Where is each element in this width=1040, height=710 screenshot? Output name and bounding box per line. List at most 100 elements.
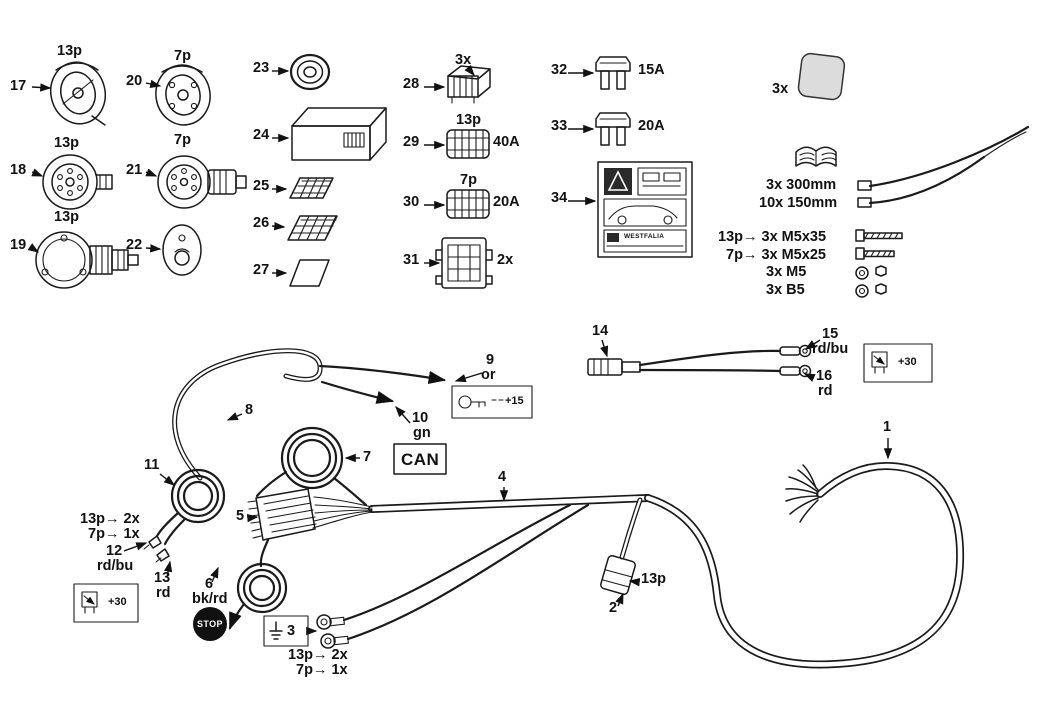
terminal30-bottom-label: +30 [108,596,127,608]
wire16-number: 16 [816,368,833,384]
part22-number: 22 [126,237,143,253]
part24-module-drawing [291,107,387,161]
stop-sign-label: STOP [197,619,223,629]
part28-fuseholder-drawing [447,65,491,104]
part19-number: 19 [10,237,27,253]
part26-number: 26 [253,215,270,231]
screw1-label: 13p→ 3x M5x35 [718,229,827,245]
ground-symbol-box [263,615,318,647]
terminal15-label: +15 [505,395,524,407]
manual-book-drawing [795,146,837,167]
part33-rating-label: 20A [638,118,665,134]
cable-tie1-label: 3x 300mm [766,177,837,193]
wire10 [320,380,395,404]
part34-docs-drawing [597,161,693,258]
part18-type-label: 13p [54,135,79,151]
wire12-color-label: rd/bu [97,558,134,574]
part30-type-label: 7p [460,172,477,188]
terminal30-top-label: +30 [898,356,917,368]
part19-socket-plug-drawing [35,231,139,289]
part31-relay-drawing [435,237,493,289]
wire5-number: 5 [236,508,245,524]
part32-rating-label: 15A [638,62,665,78]
wire14-number: 14 [592,323,609,339]
wire3b [346,503,590,641]
leader-arrows [27,64,893,607]
harness1-frayed-end [785,464,819,523]
part20-socket-drawing [155,64,211,126]
part27-sheet-drawing [289,259,330,287]
part18-number: 18 [10,162,27,178]
wire10-color-label: gn [413,425,431,441]
cable-ties-drawing [857,125,1030,208]
wire2-number: 2 [609,600,618,616]
nut2-label: 3x B5 [766,282,805,298]
wire1-number: 1 [883,419,892,435]
wire9-color-label: or [481,367,496,383]
wire15-color-label: rd/bu [812,341,849,357]
stop-sign [193,607,227,641]
nut-m5-drawing [855,265,887,280]
part21-type-label: 7p [174,132,191,148]
wire2-type-label: 13p [641,571,666,587]
connector2-drawing [600,554,636,596]
ring-terminals-drawing [316,614,349,649]
part20-type-label: 7p [174,48,191,64]
part28-qty-label: 3x [455,52,472,68]
part31-qty-label: 2x [497,252,514,268]
wire7-coil-drawing [255,426,368,507]
part33-number: 33 [551,118,568,134]
cable-tie2-label: 10x 150mm [759,195,838,211]
part17-socket-drawing [49,61,107,126]
connector14-drawing [587,358,641,376]
harness1-tube [644,461,965,669]
part29-number: 29 [403,134,420,150]
part25-number: 25 [253,178,270,194]
terminal12-13-drawing [143,535,170,563]
part20-number: 20 [126,73,143,89]
nut1-label: 3x M5 [766,264,807,280]
can-box [393,443,447,475]
wire6-coil-drawing [228,538,288,631]
part25-strip-drawing [289,177,334,199]
part28-number: 28 [403,76,420,92]
part22-gasket-drawing [162,224,202,276]
pad-qty-label: 3x [772,81,789,97]
part23-number: 23 [253,60,270,76]
wire15 [638,349,782,367]
part21-socket-drawing [157,155,247,209]
part26-strip-drawing [287,215,338,241]
screw-m5x35-drawing [855,229,903,242]
terminal15-drawing [779,344,812,358]
part29-fuseholder-drawing [446,129,490,159]
wire6-color-label: bk/rd [192,591,228,607]
part24-number: 24 [253,127,270,143]
wire11-note1-label: 13p→ 2x [80,511,140,527]
part31-number: 31 [403,252,420,268]
part29-rating-label: 40A [493,134,520,150]
westfalia-brand-label: WESTFALIA [624,233,665,240]
part32-number: 32 [551,62,568,78]
part30-fuseholder-drawing [446,189,490,219]
part21-number: 21 [126,162,143,178]
nut-b5-drawing [855,283,887,298]
wire10-number: 10 [412,410,429,426]
wire3-note2-label: 7p→ 1x [296,662,348,678]
screw-m5x25-drawing [855,247,895,260]
wire3a [342,503,572,622]
screw2-label: 7p→ 3x M5x25 [726,247,826,263]
relay-box-top [863,343,933,383]
part33-fuse-drawing [595,112,631,146]
can-bus-label: CAN [401,450,440,469]
wire11-note2-label: 7p→ 1x [88,526,140,542]
part19-type-label: 13p [54,209,79,225]
relay-box-bottom [73,583,139,623]
part29-type-label: 13p [456,112,481,128]
wire9-number: 9 [486,352,495,368]
part34-number: 34 [551,190,568,206]
wire12-number: 12 [106,543,123,559]
part23-grommet-drawing [289,53,331,91]
wire15-number: 15 [822,326,839,342]
